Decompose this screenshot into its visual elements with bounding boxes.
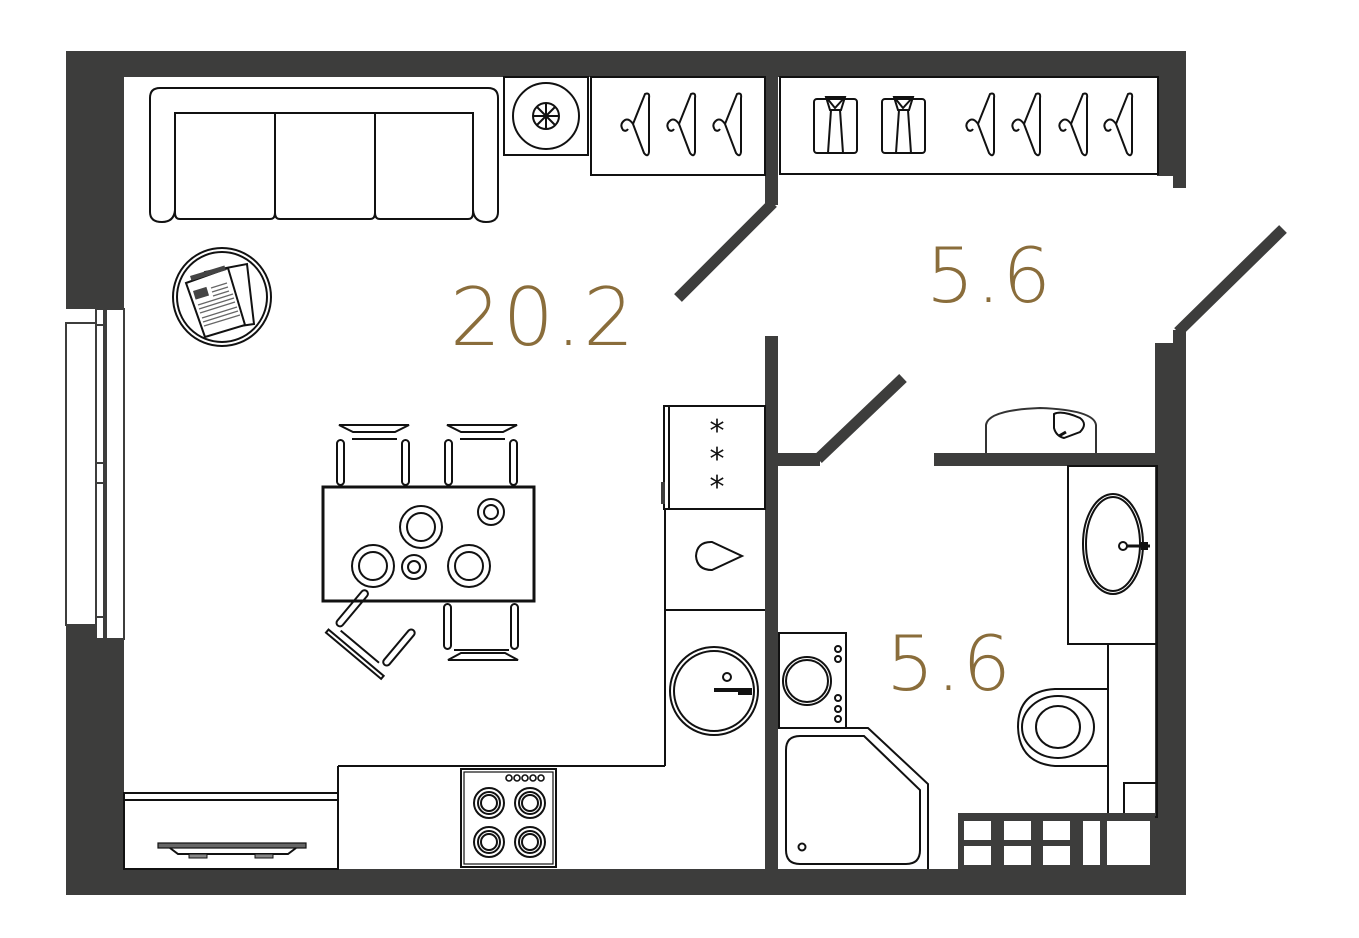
shower-tray-icon — [785, 727, 929, 869]
stove-icon — [460, 768, 557, 868]
door-bathroom-icon — [814, 374, 907, 463]
boiler-icon — [503, 76, 589, 156]
ceiling-lamp-icon — [985, 406, 1097, 453]
sofa-icon — [149, 87, 499, 224]
wardrobe-shirts-hangers-icon — [779, 76, 1159, 175]
walls — [66, 51, 1186, 895]
doors — [674, 199, 1287, 463]
coffee-table-newspaper-icon — [172, 247, 272, 347]
fridge-icon: * * * — [661, 405, 766, 510]
door-entrance-icon — [1174, 225, 1287, 336]
door-living-icon — [674, 199, 777, 302]
area-label-living-kitchen: 20.2 — [450, 271, 637, 364]
toilet-icon — [1016, 643, 1158, 818]
chair-icon — [444, 424, 518, 486]
radiator-icon — [958, 813, 1155, 869]
dining-table-icon — [321, 485, 536, 603]
kitchen-sink-icon — [665, 541, 765, 611]
svg-text:*: * — [710, 414, 725, 449]
washing-machine-icon — [669, 646, 759, 736]
wardrobe-hangers-icon — [590, 76, 766, 176]
area-label-bathroom: 5.6 — [886, 619, 1013, 708]
area-label-hallway: 5.6 — [926, 231, 1053, 320]
chair-icon — [324, 589, 416, 681]
svg-text:*: * — [710, 470, 725, 505]
dryer-icon — [778, 632, 847, 729]
tv-stand-icon — [123, 792, 339, 870]
window-icon — [65, 308, 125, 640]
svg-text:*: * — [710, 442, 725, 477]
washbasin-icon — [1067, 465, 1158, 645]
chair-icon — [443, 603, 519, 661]
chair-icon — [336, 424, 410, 486]
